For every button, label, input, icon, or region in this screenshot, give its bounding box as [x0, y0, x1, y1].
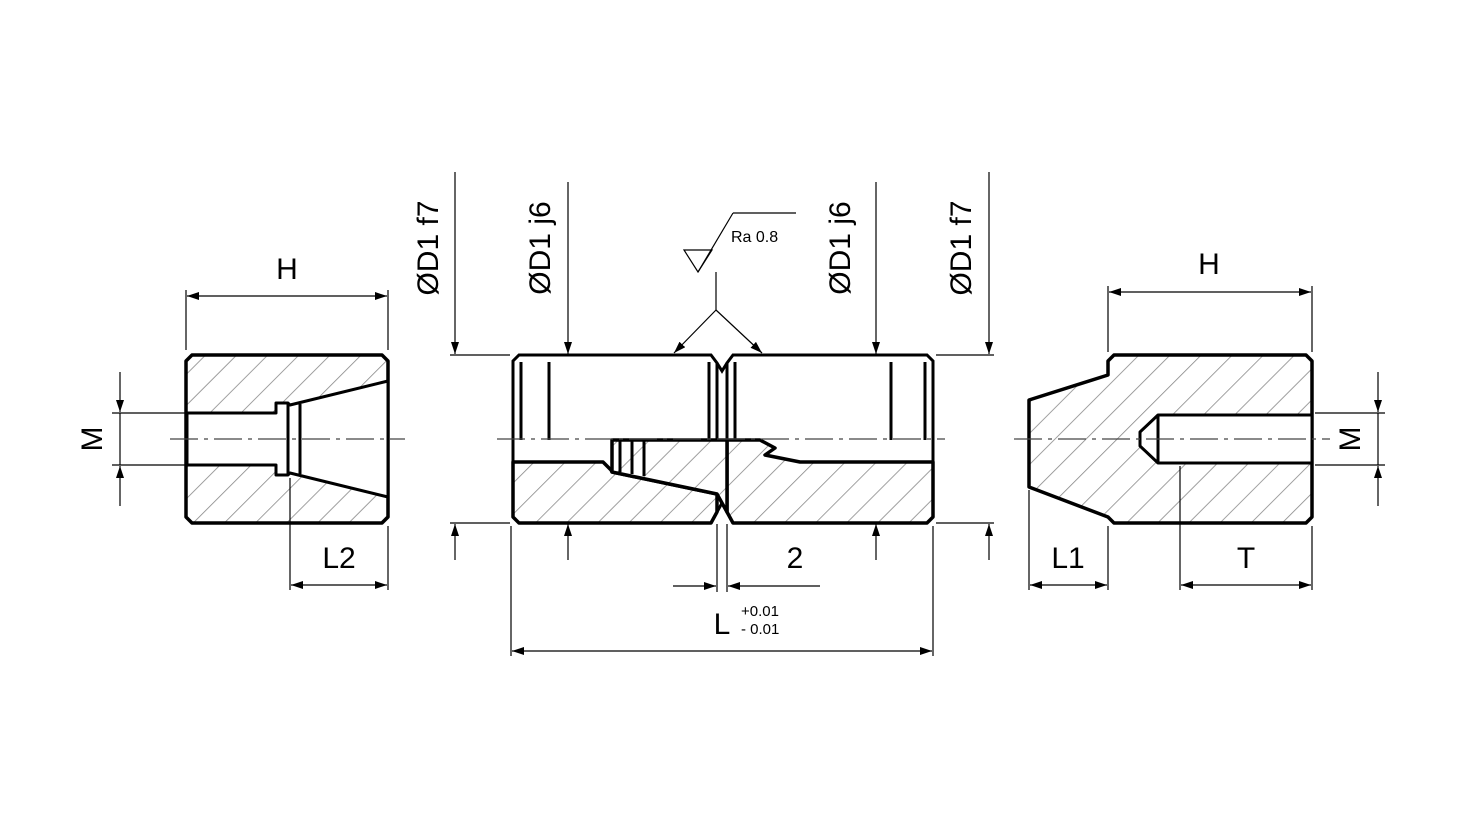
- left-length-label: L2: [322, 542, 355, 575]
- middle-fit-diameter-right-label: ØD1 j6: [824, 201, 857, 294]
- middle-view: ØD1 f7 ØD1 j6 ØD1 j6 ØD1 f7 Ra 0.8 2: [412, 172, 994, 656]
- middle-left-section: [511, 460, 719, 525]
- middle-right-section: [725, 438, 935, 525]
- middle-tolerance-lower: - 0.01: [741, 621, 779, 638]
- middle-groove-top: [715, 362, 729, 374]
- right-height-label: H: [1198, 248, 1220, 281]
- middle-outer-diameter-right-label: ØD1 f7: [945, 200, 978, 295]
- middle-groove-width-label: 2: [787, 542, 804, 575]
- right-thread-label: M: [1334, 427, 1367, 452]
- middle-fit-diameter-left-label: ØD1 j6: [524, 201, 557, 294]
- middle-tolerance-upper: +0.01: [741, 603, 779, 620]
- middle-length-label: L: [714, 608, 731, 641]
- middle-right-outline: [725, 353, 935, 462]
- surface-roughness-symbol: Ra 0.8: [673, 212, 796, 354]
- left-view: H M L2: [76, 253, 405, 590]
- surface-roughness-label: Ra 0.8: [731, 229, 778, 246]
- middle-outer-diameter-left-label: ØD1 f7: [412, 200, 445, 295]
- right-view: H M L1 T: [1014, 248, 1385, 590]
- middle-groove-bottom: [715, 499, 729, 513]
- left-thread-label: M: [76, 427, 109, 452]
- middle-left-outline: [511, 353, 719, 462]
- right-length-label: L1: [1051, 542, 1084, 575]
- right-depth-label: T: [1237, 542, 1255, 575]
- left-height-label: H: [276, 253, 298, 286]
